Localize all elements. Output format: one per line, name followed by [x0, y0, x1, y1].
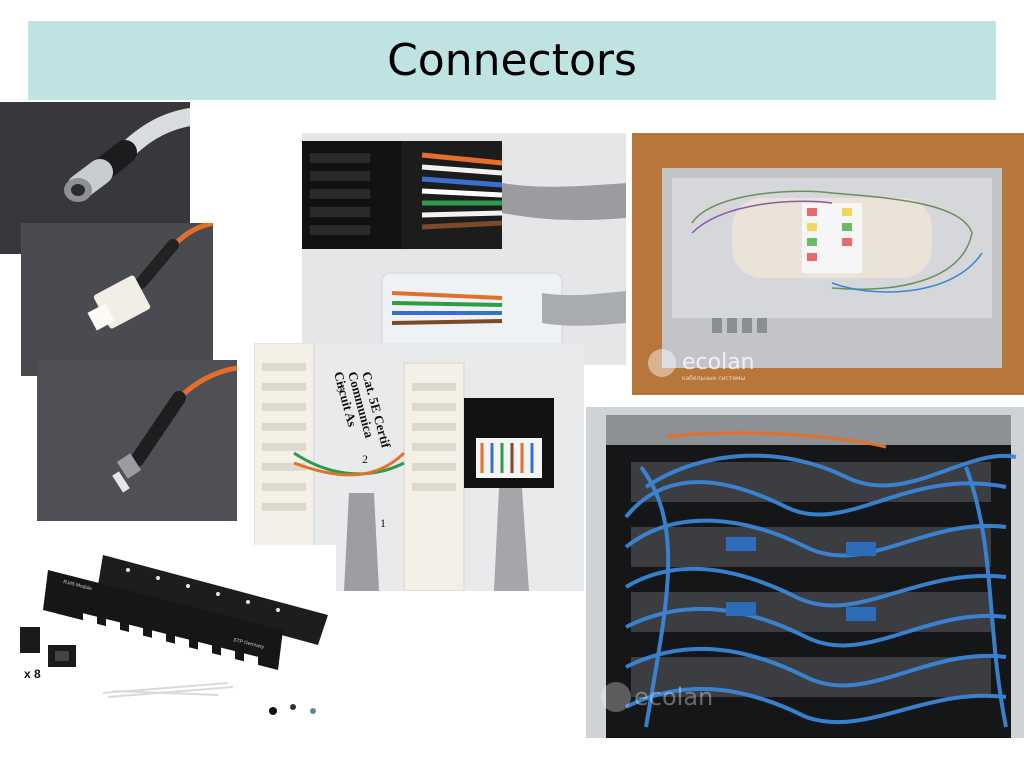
slide-title: Connectors — [387, 35, 637, 86]
punchdown-number-2: 2 — [362, 452, 368, 466]
punchdown-number-1: 1 — [380, 516, 386, 530]
punchdown-number-3: 3 — [336, 380, 344, 395]
rj45-image — [302, 133, 626, 365]
fiber-tray-watermark: ecolan — [682, 350, 755, 375]
sc-connector-image — [21, 223, 213, 376]
rj45-photo — [302, 133, 626, 365]
rack-watermark: ecolan — [634, 683, 713, 711]
sc-connector-photo — [21, 223, 213, 376]
patch-kit-photo: RJ45 Module STP Germany x 8 — [18, 545, 336, 720]
st-connector-photo — [37, 360, 237, 521]
fiber-tray-photo: ecolan кабельные системы — [632, 133, 1024, 395]
rack-image: ecolan — [586, 407, 1024, 738]
fiber-tray-image: ecolan кабельные системы — [632, 133, 1024, 395]
rack-photo: ecolan — [586, 407, 1024, 738]
title-bar: Connectors — [28, 21, 996, 100]
fiber-tray-watermark-sub: кабельные системы — [682, 375, 746, 382]
st-connector-image — [37, 360, 237, 521]
patch-kit-image: RJ45 Module STP Germany x 8 — [18, 545, 336, 720]
patch-count-label: x 8 — [24, 667, 41, 681]
